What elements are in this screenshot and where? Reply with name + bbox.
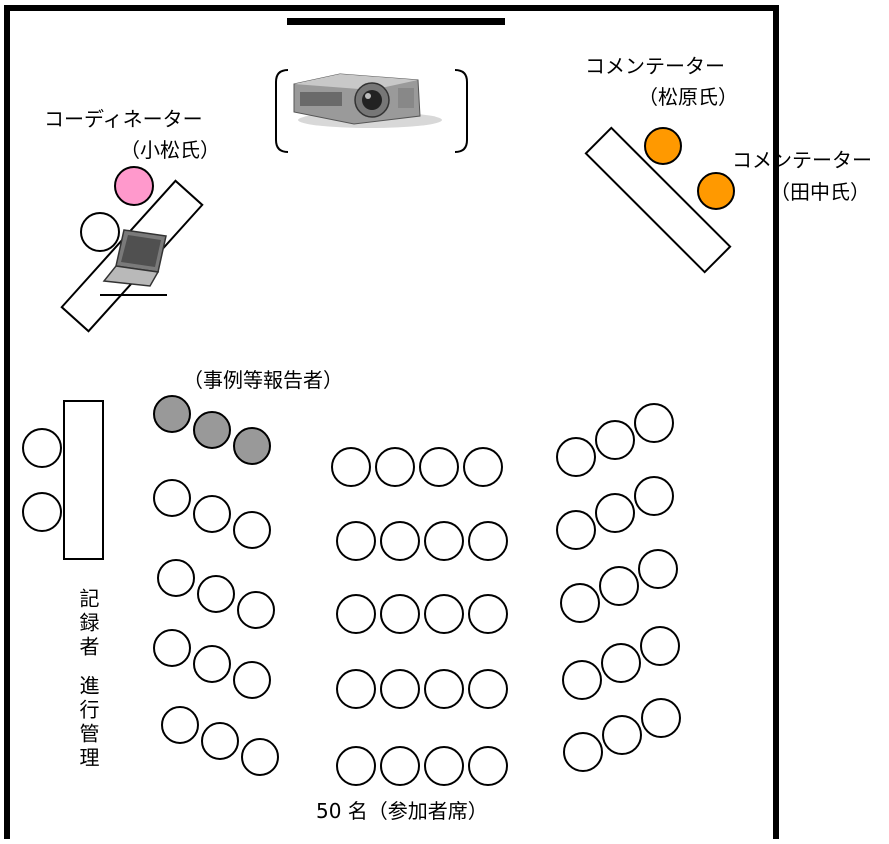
seat-groups (153, 395, 681, 786)
participant-seat (153, 629, 191, 667)
participant-seat (233, 661, 271, 699)
participant-seat (336, 594, 376, 634)
participant-seat (419, 447, 459, 487)
participant-seat (563, 732, 603, 772)
facilitation-label: 進行管理 (76, 675, 100, 771)
coordinator-seat (114, 166, 154, 206)
case-reporter-seat (193, 411, 231, 449)
participant-seat (336, 521, 376, 561)
recorder-seat-2 (22, 492, 62, 532)
recorder-table (63, 400, 104, 560)
case-reporters-label: （事例等報告者） (183, 368, 343, 392)
laptop-icon (100, 229, 167, 296)
commentator2-role-label: コメンテーター (732, 148, 872, 172)
participant-seat (424, 594, 464, 634)
participant-seat (602, 715, 642, 755)
participant-seat (463, 447, 503, 487)
participants-label: 50 名（参加者席） (316, 799, 488, 823)
participant-seat (197, 575, 235, 613)
participant-seat (424, 669, 464, 709)
participant-seat (634, 476, 674, 516)
commentator-seat-2 (697, 172, 735, 210)
coordinator-role-label: コーディネーター (44, 107, 203, 131)
participant-seat (560, 583, 600, 623)
screen (287, 18, 505, 25)
participant-seat (157, 559, 195, 597)
recorder-label: 記録者 (76, 588, 100, 660)
participant-seat (331, 447, 371, 487)
participant-seat (193, 645, 231, 683)
participant-seat (336, 669, 376, 709)
commentator2-name-label: （田中氏） (770, 180, 870, 204)
participant-seat (556, 437, 596, 477)
participant-seat (468, 594, 508, 634)
participant-seat (634, 403, 674, 443)
participant-seat (595, 420, 635, 460)
assistant-seat (80, 212, 120, 252)
participant-seat (468, 521, 508, 561)
participant-seat (638, 549, 678, 589)
participant-seat (601, 643, 641, 683)
participant-seat (201, 722, 239, 760)
participant-seat (424, 521, 464, 561)
participant-seat (595, 493, 635, 533)
participant-seat (375, 447, 415, 487)
participant-seat (380, 521, 420, 561)
participant-seat (153, 479, 191, 517)
case-reporter-seat (153, 395, 191, 433)
participant-seat (556, 510, 596, 550)
projector-icon (275, 69, 468, 153)
commentator-table (584, 126, 732, 274)
participant-seat (640, 626, 680, 666)
participant-seat (380, 594, 420, 634)
participant-seat (562, 660, 602, 700)
commentator1-name-label: （松原氏） (638, 85, 738, 109)
case-reporter-seat (233, 427, 271, 465)
participant-seat (468, 669, 508, 709)
participant-seat (641, 698, 681, 738)
room-outline (4, 5, 779, 844)
participant-seat (193, 495, 231, 533)
participant-seat (424, 746, 464, 786)
commentator1-role-label: コメンテーター (585, 54, 725, 78)
participant-seat (599, 566, 639, 606)
participant-seat (233, 511, 271, 549)
participant-seat (380, 669, 420, 709)
participant-seat (237, 591, 275, 629)
participant-seat (380, 746, 420, 786)
recorder-seat-1 (22, 428, 62, 468)
participant-seat (241, 738, 279, 776)
participant-seat (161, 706, 199, 744)
participant-seat (336, 746, 376, 786)
participant-seat (468, 746, 508, 786)
coordinator-name-label: （小松氏） (120, 138, 220, 162)
commentator-seat-1 (644, 127, 682, 165)
